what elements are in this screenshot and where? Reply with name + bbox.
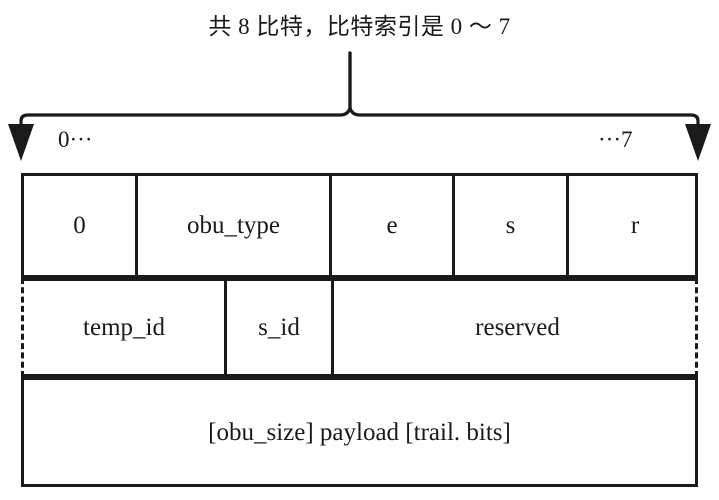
bit-index-start-label: 0··· — [58, 127, 93, 152]
bit-index-end-label: ···7 — [598, 127, 633, 152]
cell-temporal-id: temp_id — [83, 314, 165, 341]
cell-obu-type: obu_type — [135, 176, 329, 275]
cell-has-size-field: s — [452, 176, 566, 275]
arrow-head-right-icon — [685, 124, 711, 161]
cell-extension-flag: e — [329, 176, 452, 275]
brace-left-segment — [19, 51, 352, 135]
bitfield-table: 0 obu_type e s r temp_id s_id reserved [… — [21, 173, 698, 487]
table-row-obu-payload: [obu_size] payload [trail. bits] — [21, 377, 698, 487]
cell-payload: [obu_size] payload [trail. bits] — [208, 418, 511, 446]
cell-reserved-bits: reserved — [331, 281, 701, 374]
arrow-head-left-icon — [8, 124, 34, 161]
table-row-obu-header: 0 obu_type e s r — [21, 173, 698, 278]
cell-spatial-id: s_id — [224, 281, 331, 374]
cell-forbidden-bit: 0 — [73, 212, 86, 239]
diagram-caption: 共 8 比特，比特索引是 0 ～ 7 — [208, 14, 511, 39]
brace-right-segment — [348, 51, 700, 135]
cell-reserved-bit: r — [566, 176, 701, 275]
table-row-obu-extension: temp_id s_id reserved — [21, 278, 698, 377]
